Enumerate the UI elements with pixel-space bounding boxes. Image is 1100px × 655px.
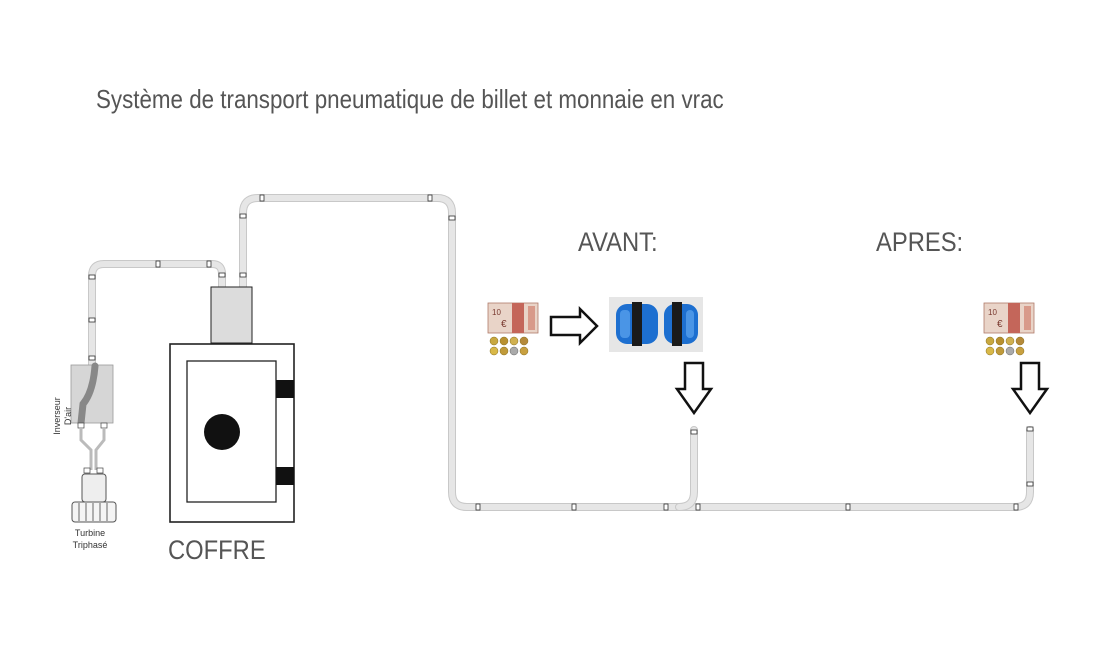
- coupling: [1013, 503, 1019, 511]
- tube-couplings: [88, 194, 1034, 511]
- banknote-band: [512, 303, 524, 333]
- coupling: [571, 503, 577, 511]
- diagram-title: Système de transport pneumatique de bill…: [96, 84, 724, 114]
- label-inverseur-line1: Inverseur: [52, 397, 62, 435]
- label-avant: AVANT:: [578, 227, 658, 257]
- air-inverter-port: [77, 422, 85, 429]
- capsule-left-highlight: [620, 310, 630, 338]
- coupling: [427, 194, 433, 202]
- banknote-value: 10: [988, 308, 997, 317]
- coins: [489, 336, 529, 356]
- coupling: [88, 317, 96, 323]
- coupling: [695, 503, 701, 511]
- safe-dial: [204, 414, 240, 450]
- label-turbine-line2: Triphasé: [72, 540, 108, 550]
- label-turbine-line1: Turbine: [74, 528, 106, 538]
- banknote-band: [1008, 303, 1020, 333]
- air-inverter-port: [100, 422, 108, 429]
- capsule-right-highlight: [686, 310, 694, 338]
- coupling: [218, 272, 226, 278]
- coupling: [239, 272, 247, 278]
- coupling: [259, 194, 265, 202]
- coupling: [1026, 481, 1034, 487]
- blue-capsule-icon: [609, 297, 703, 352]
- turbine-motor: [71, 501, 117, 523]
- banknote-value: 10: [492, 308, 501, 317]
- capsule-right-band: [672, 302, 682, 346]
- coupling: [155, 260, 161, 268]
- euro-cash-icon: 10 €: [487, 302, 539, 356]
- coins: [985, 336, 1025, 356]
- coupling: [206, 260, 212, 268]
- banknote-currency: €: [501, 319, 507, 330]
- safe-hinge-top: [276, 380, 294, 398]
- euro-cash-icon: 10 €: [983, 302, 1035, 356]
- coupling: [663, 503, 669, 511]
- air-inverter-flap: [77, 362, 99, 427]
- air-inverter-icon: [70, 362, 114, 470]
- coupling: [88, 274, 96, 280]
- tube-branch-avant: [676, 427, 697, 510]
- outline-down-arrow-icon: [1010, 361, 1050, 416]
- turbine-icon: [71, 467, 117, 523]
- safe-hinge-bottom: [276, 467, 294, 485]
- safe-icon: [169, 286, 295, 523]
- outline-down-arrow-icon: [674, 361, 714, 416]
- coupling: [448, 215, 456, 221]
- outline-right-arrow-icon: [549, 305, 599, 347]
- safe-station-box: [210, 286, 253, 344]
- coupling: [88, 355, 96, 361]
- coupling: [475, 503, 481, 511]
- turbine-head-port: [83, 467, 91, 474]
- label-turbine: Turbine Triphasé: [70, 527, 110, 551]
- label-inverseur: Inverseur D'air: [52, 391, 74, 441]
- label-apres: APRES:: [876, 227, 964, 257]
- banknote-corner: [1024, 306, 1031, 330]
- capsule-left-band: [632, 302, 642, 346]
- coupling: [239, 213, 247, 219]
- turbine-head: [81, 473, 107, 503]
- coupling: [690, 429, 698, 435]
- banknote-currency: €: [997, 319, 1003, 330]
- coupling: [1026, 426, 1034, 432]
- banknote-corner: [528, 306, 535, 330]
- air-inverter-pipe: [79, 428, 106, 470]
- label-coffre: COFFRE: [168, 535, 266, 565]
- label-inverseur-line2: D'air: [63, 406, 73, 426]
- turbine-head-port: [96, 467, 104, 474]
- tube-main: [240, 195, 1033, 510]
- coupling: [845, 503, 851, 511]
